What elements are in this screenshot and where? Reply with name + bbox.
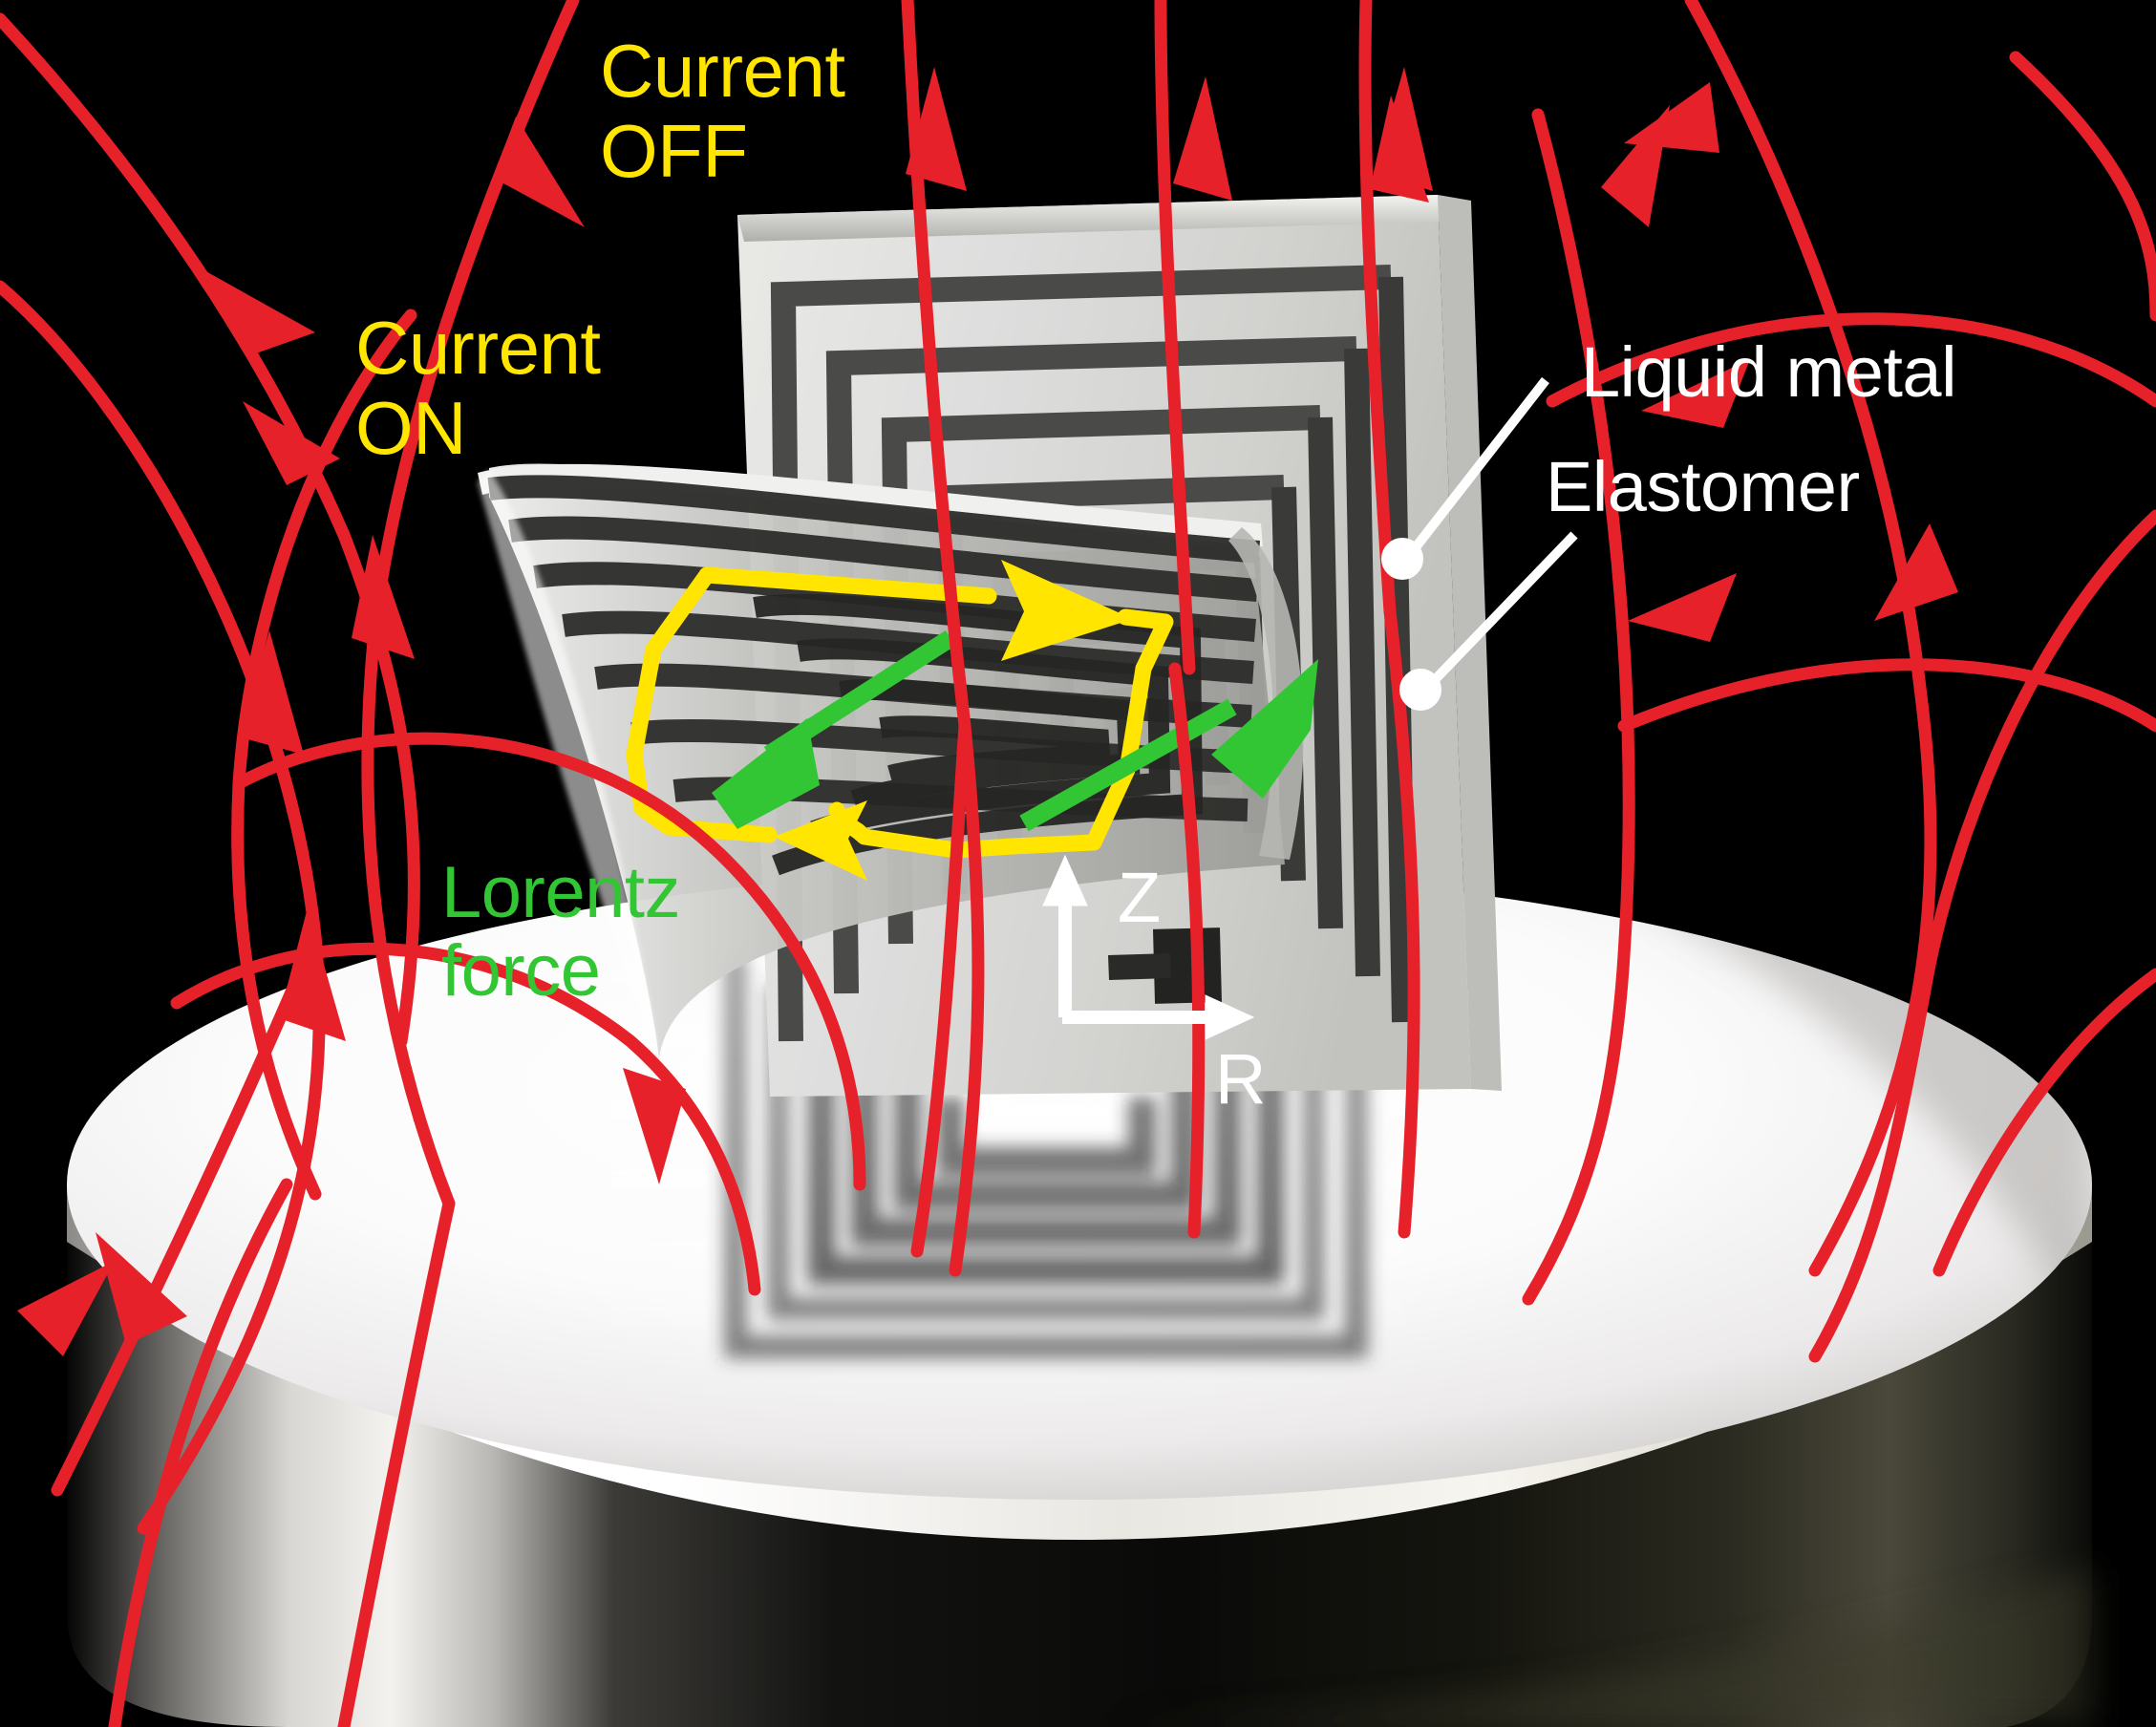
axis-r-arrowhead — [1205, 994, 1255, 1040]
axis-indicator — [1042, 854, 1255, 1040]
lorentz-arrow-left — [712, 630, 956, 829]
field-arrow-dn-2 — [241, 630, 304, 755]
field-arrow-dn-1 — [493, 117, 585, 227]
lorentz-arrow-right — [1019, 659, 1318, 832]
current-arrow-bottom — [774, 800, 867, 881]
coil-terminal-pad — [1152, 927, 1223, 1004]
coil-terminal-lead — [1108, 953, 1171, 980]
label-liquid-metal: Liquid metal — [1581, 332, 1957, 412]
lorentz-force-arrows — [712, 630, 1318, 832]
label-axis-z: Z — [1118, 858, 1161, 937]
field-arrow-dn-3 — [279, 907, 346, 1041]
liquid-metal-leader-dot — [1381, 538, 1423, 580]
current-arrow-top — [1001, 560, 1133, 661]
field-arrow-ul-2 — [243, 401, 340, 485]
sheet-top-edge — [737, 195, 1444, 242]
field-arrow-ul-1 — [203, 269, 315, 353]
field-arrow-up-1 — [906, 67, 967, 191]
label-axis-r: R — [1215, 1039, 1266, 1119]
elastomer-leader-dot — [1399, 669, 1441, 711]
field-arrow-r-1 — [1628, 573, 1737, 642]
label-elastomer: Elastomer — [1546, 447, 1860, 526]
field-arrow-dl-2 — [17, 1261, 115, 1356]
field-arrow-r-3 — [1874, 523, 1958, 621]
label-current-off: Current OFF — [600, 29, 845, 194]
magnet-body-sheen — [1099, 1567, 2092, 1727]
field-arrow-m-1 — [623, 1068, 686, 1184]
label-lorentz-force: Lorentz force — [441, 852, 681, 1013]
current-direction-arrows — [774, 560, 1133, 881]
field-arrow-r-5 — [1370, 96, 1429, 203]
coil-reflection — [611, 946, 1404, 1395]
liquid-metal-leader-line — [1405, 376, 1549, 560]
field-arrow-dn-4 — [352, 535, 415, 659]
field-line-arrowheads — [17, 67, 1958, 1356]
field-arrow-dl-1 — [96, 1232, 187, 1345]
elastomer-leader-line — [1423, 531, 1578, 692]
field-arrow-up-2 — [1173, 76, 1232, 201]
label-current-on: Current ON — [355, 306, 601, 471]
field-arrow-r-2 — [1641, 359, 1750, 428]
bent-sheet-right-curl — [1228, 527, 1304, 860]
leader-lines — [1381, 376, 1578, 711]
field-arrow-r-4 — [1624, 82, 1719, 153]
axis-z-arrowhead — [1042, 854, 1088, 906]
